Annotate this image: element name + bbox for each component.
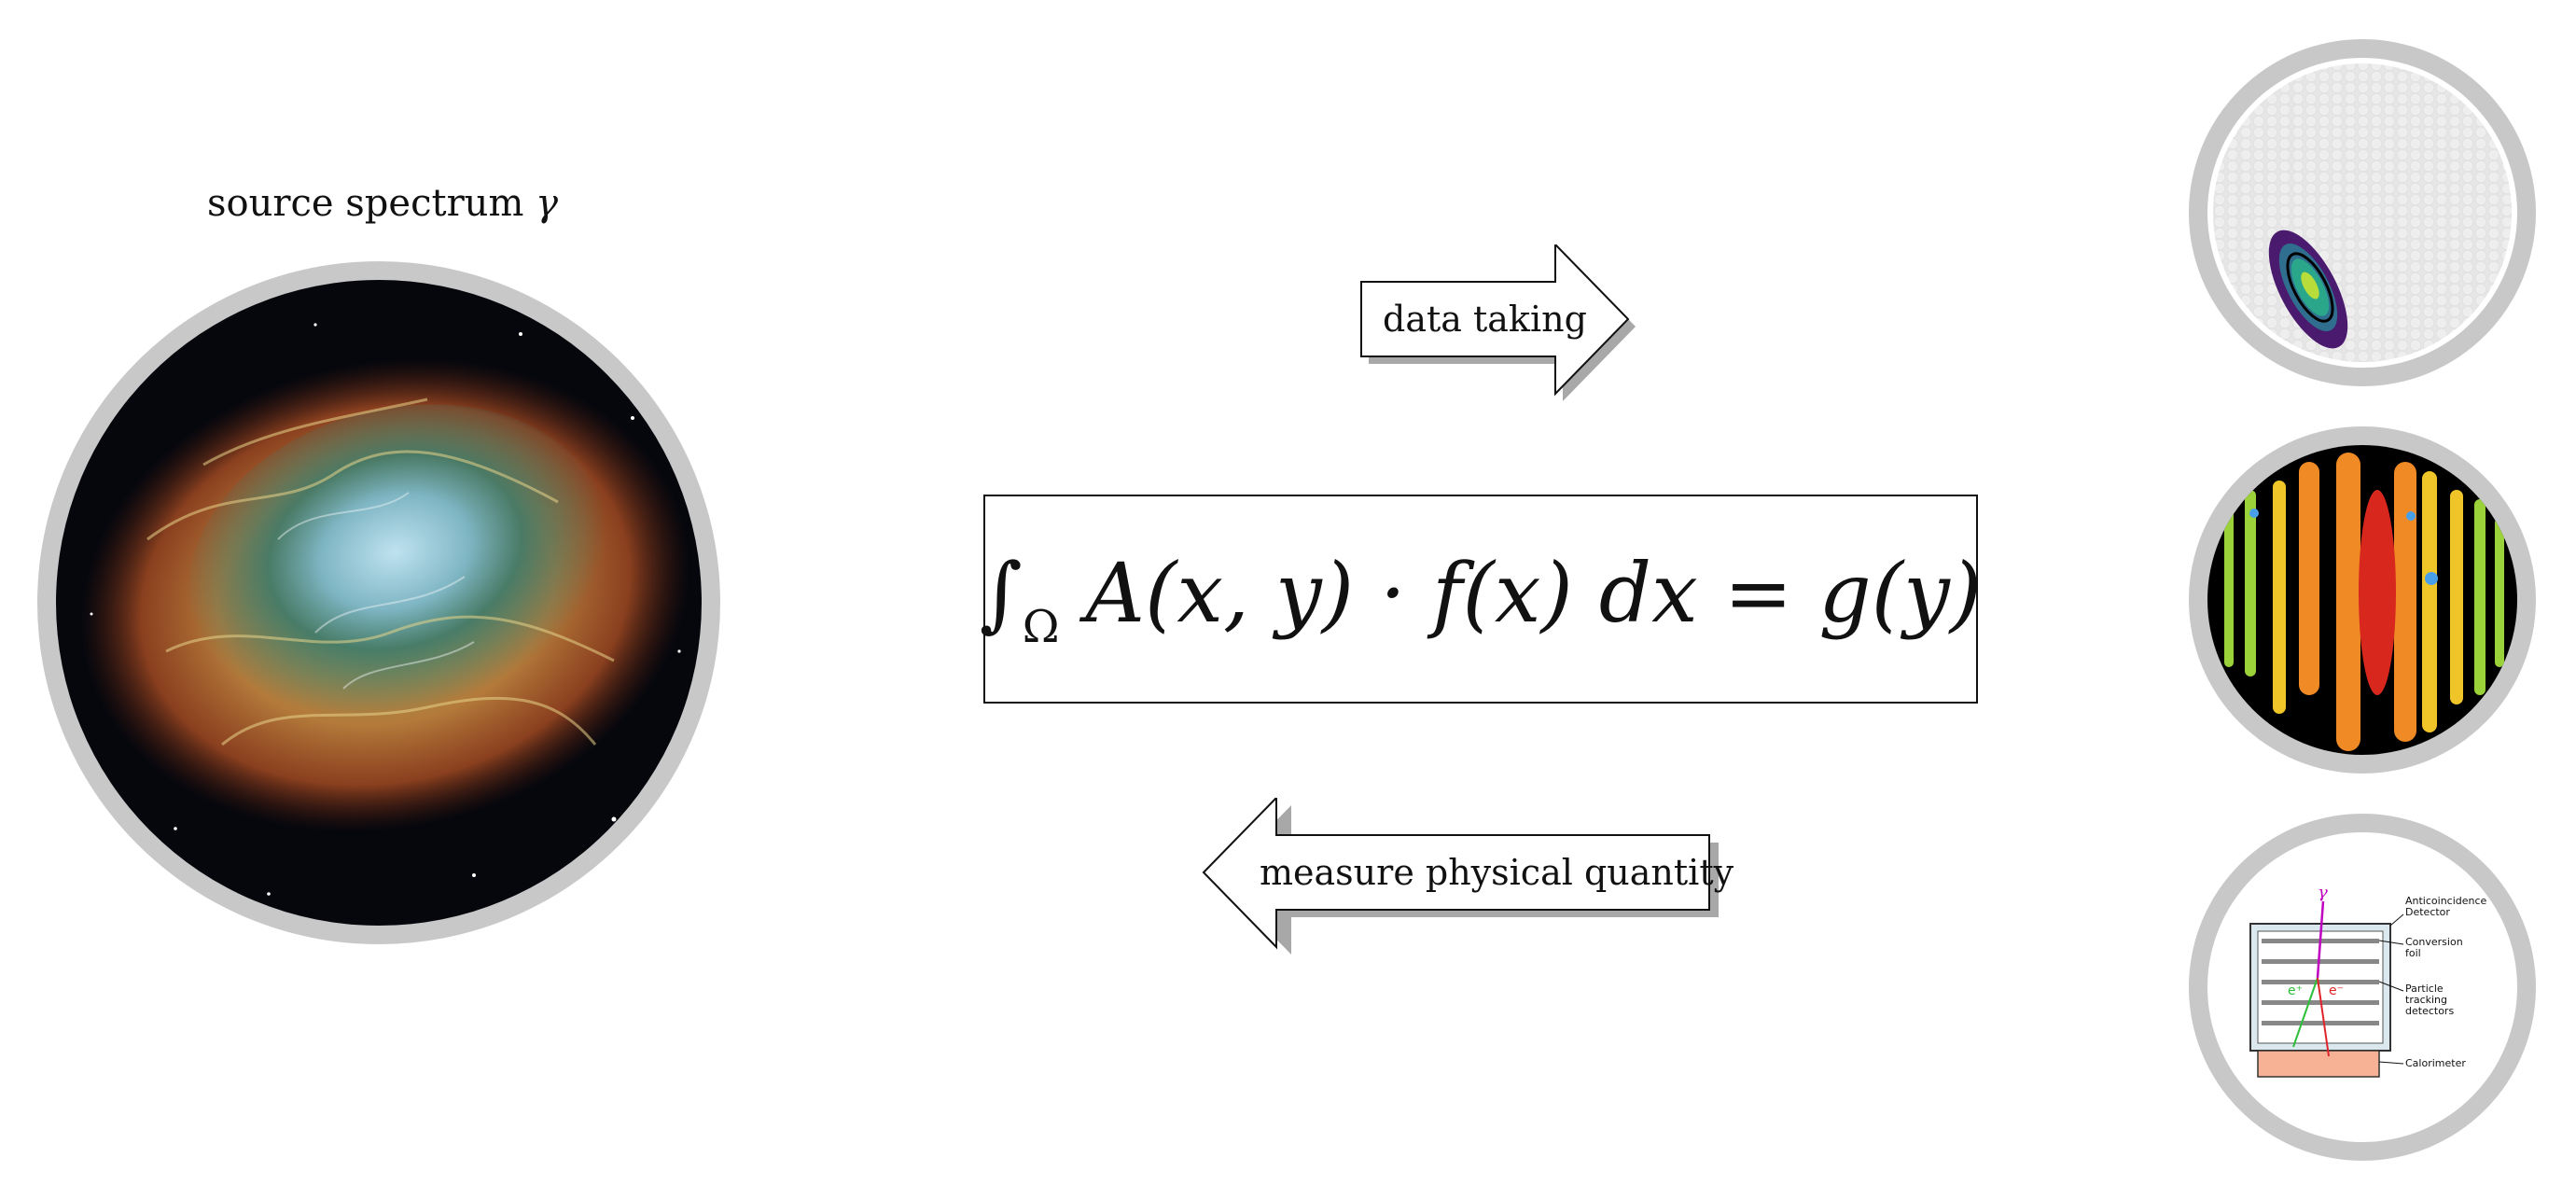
electron-label: e⁻ [2329, 983, 2344, 998]
fredholm-equation: ∫Ω A(x, y) · f(x) dx = g(y) [980, 545, 1982, 653]
anticoincidence-callout: Anticoincidence Detector [2405, 895, 2487, 918]
gamma-ray-label: γ [2318, 883, 2328, 902]
camera-image [2189, 39, 2536, 386]
measure-quantity-label: measure physical quantity [1260, 852, 1734, 893]
detector-schematic: γ e⁺ e⁻ [2189, 814, 2536, 1161]
conversion-foil-callout: Conversion foil [2405, 936, 2463, 959]
integral-domain: Ω [1022, 601, 1060, 653]
equation-box: ∫Ω A(x, y) · f(x) dx = g(y) [980, 495, 1982, 704]
calorimeter-callout: Calorimeter [2405, 1057, 2466, 1069]
source-spectrum-label: source spectrum γ [187, 182, 578, 225]
positron-label: e⁺ [2288, 983, 2303, 998]
measure-quantity-arrow [1202, 798, 1719, 955]
source-label-text: source spectrum [207, 182, 524, 225]
event-display-image [2189, 426, 2536, 774]
gamma-symbol: γ [536, 182, 558, 225]
tracking-detectors-callout: Particle tracking detectors [2405, 983, 2455, 1017]
data-taking-arrow [1360, 244, 1636, 401]
integral-sign: ∫ [979, 545, 1023, 641]
crab-nebula-image [37, 261, 720, 944]
data-taking-label: data taking [1383, 299, 1587, 340]
equation-body: A(x, y) · f(x) dx = g(y) [1085, 545, 1983, 641]
